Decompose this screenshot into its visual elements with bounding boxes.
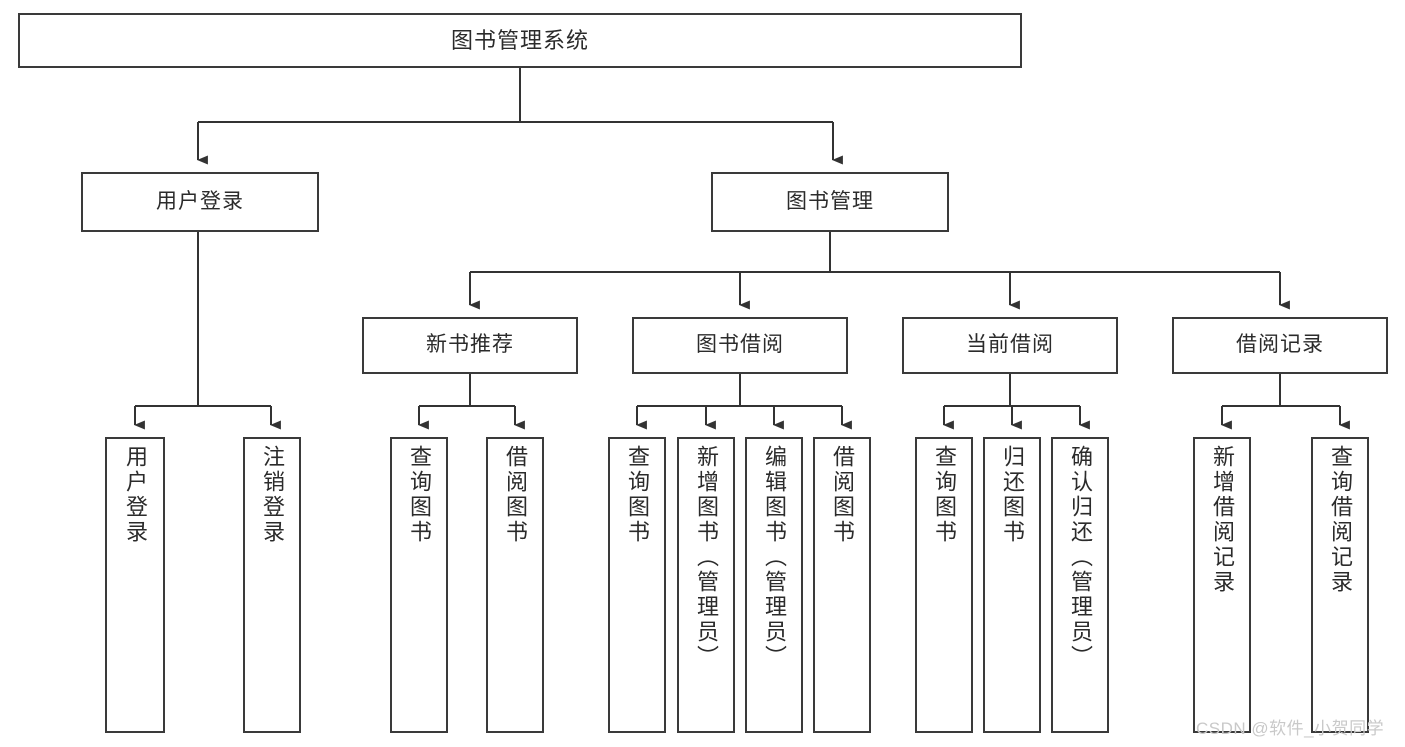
node-leaf-query-book-3-label: 查询图书	[932, 445, 957, 545]
node-leaf-query-book-1[interactable]: 查询图书	[390, 437, 448, 733]
node-book-manage[interactable]: 图书管理	[711, 172, 949, 232]
node-leaf-add-borrow-record[interactable]: 新增借阅记录	[1193, 437, 1251, 733]
node-new-book-recommend[interactable]: 新书推荐	[362, 317, 578, 374]
node-user-login[interactable]: 用户登录	[81, 172, 319, 232]
node-leaf-user-login-label: 用户登录	[123, 445, 148, 545]
node-leaf-borrow-book-1-label: 借阅图书	[503, 445, 528, 545]
node-root-label: 图书管理系统	[450, 27, 589, 53]
node-leaf-confirm-return-admin[interactable]: 确认归还（管理员）	[1051, 437, 1109, 733]
node-current-borrow-label: 当前借阅	[966, 333, 1054, 357]
node-leaf-add-book-admin-label: 新增图书（管理员）	[694, 445, 719, 670]
node-root[interactable]: 图书管理系统	[18, 13, 1022, 68]
node-book-borrow-label: 图书借阅	[696, 333, 784, 357]
node-leaf-confirm-return-admin-label: 确认归还（管理员）	[1068, 445, 1093, 670]
node-new-book-recommend-label: 新书推荐	[426, 333, 514, 357]
node-leaf-user-login[interactable]: 用户登录	[105, 437, 165, 733]
node-leaf-edit-book-admin[interactable]: 编辑图书（管理员）	[745, 437, 803, 733]
node-leaf-query-borrow-record[interactable]: 查询借阅记录	[1311, 437, 1369, 733]
node-borrow-record[interactable]: 借阅记录	[1172, 317, 1388, 374]
node-leaf-borrow-book-2[interactable]: 借阅图书	[813, 437, 871, 733]
node-leaf-query-borrow-record-label: 查询借阅记录	[1328, 445, 1353, 595]
node-leaf-borrow-book-2-label: 借阅图书	[830, 445, 855, 545]
node-leaf-borrow-book-1[interactable]: 借阅图书	[486, 437, 544, 733]
node-leaf-add-borrow-record-label: 新增借阅记录	[1210, 445, 1235, 595]
node-leaf-query-book-2-label: 查询图书	[625, 445, 650, 545]
node-leaf-query-book-1-label: 查询图书	[407, 445, 432, 545]
node-leaf-return-book[interactable]: 归还图书	[983, 437, 1041, 733]
node-leaf-query-book-2[interactable]: 查询图书	[608, 437, 666, 733]
node-leaf-user-logout-label: 注销登录	[260, 445, 285, 545]
node-leaf-return-book-label: 归还图书	[1000, 445, 1025, 545]
node-book-borrow[interactable]: 图书借阅	[632, 317, 848, 374]
csdn-watermark: CSDN @软件_小贺同学	[1196, 719, 1385, 738]
node-leaf-edit-book-admin-label: 编辑图书（管理员）	[762, 445, 787, 670]
node-leaf-user-logout[interactable]: 注销登录	[243, 437, 301, 733]
node-current-borrow[interactable]: 当前借阅	[902, 317, 1118, 374]
node-user-login-label: 用户登录	[156, 189, 244, 213]
node-leaf-query-book-3[interactable]: 查询图书	[915, 437, 973, 733]
node-book-manage-label: 图书管理	[786, 189, 874, 213]
node-borrow-record-label: 借阅记录	[1236, 333, 1324, 357]
node-leaf-add-book-admin[interactable]: 新增图书（管理员）	[677, 437, 735, 733]
